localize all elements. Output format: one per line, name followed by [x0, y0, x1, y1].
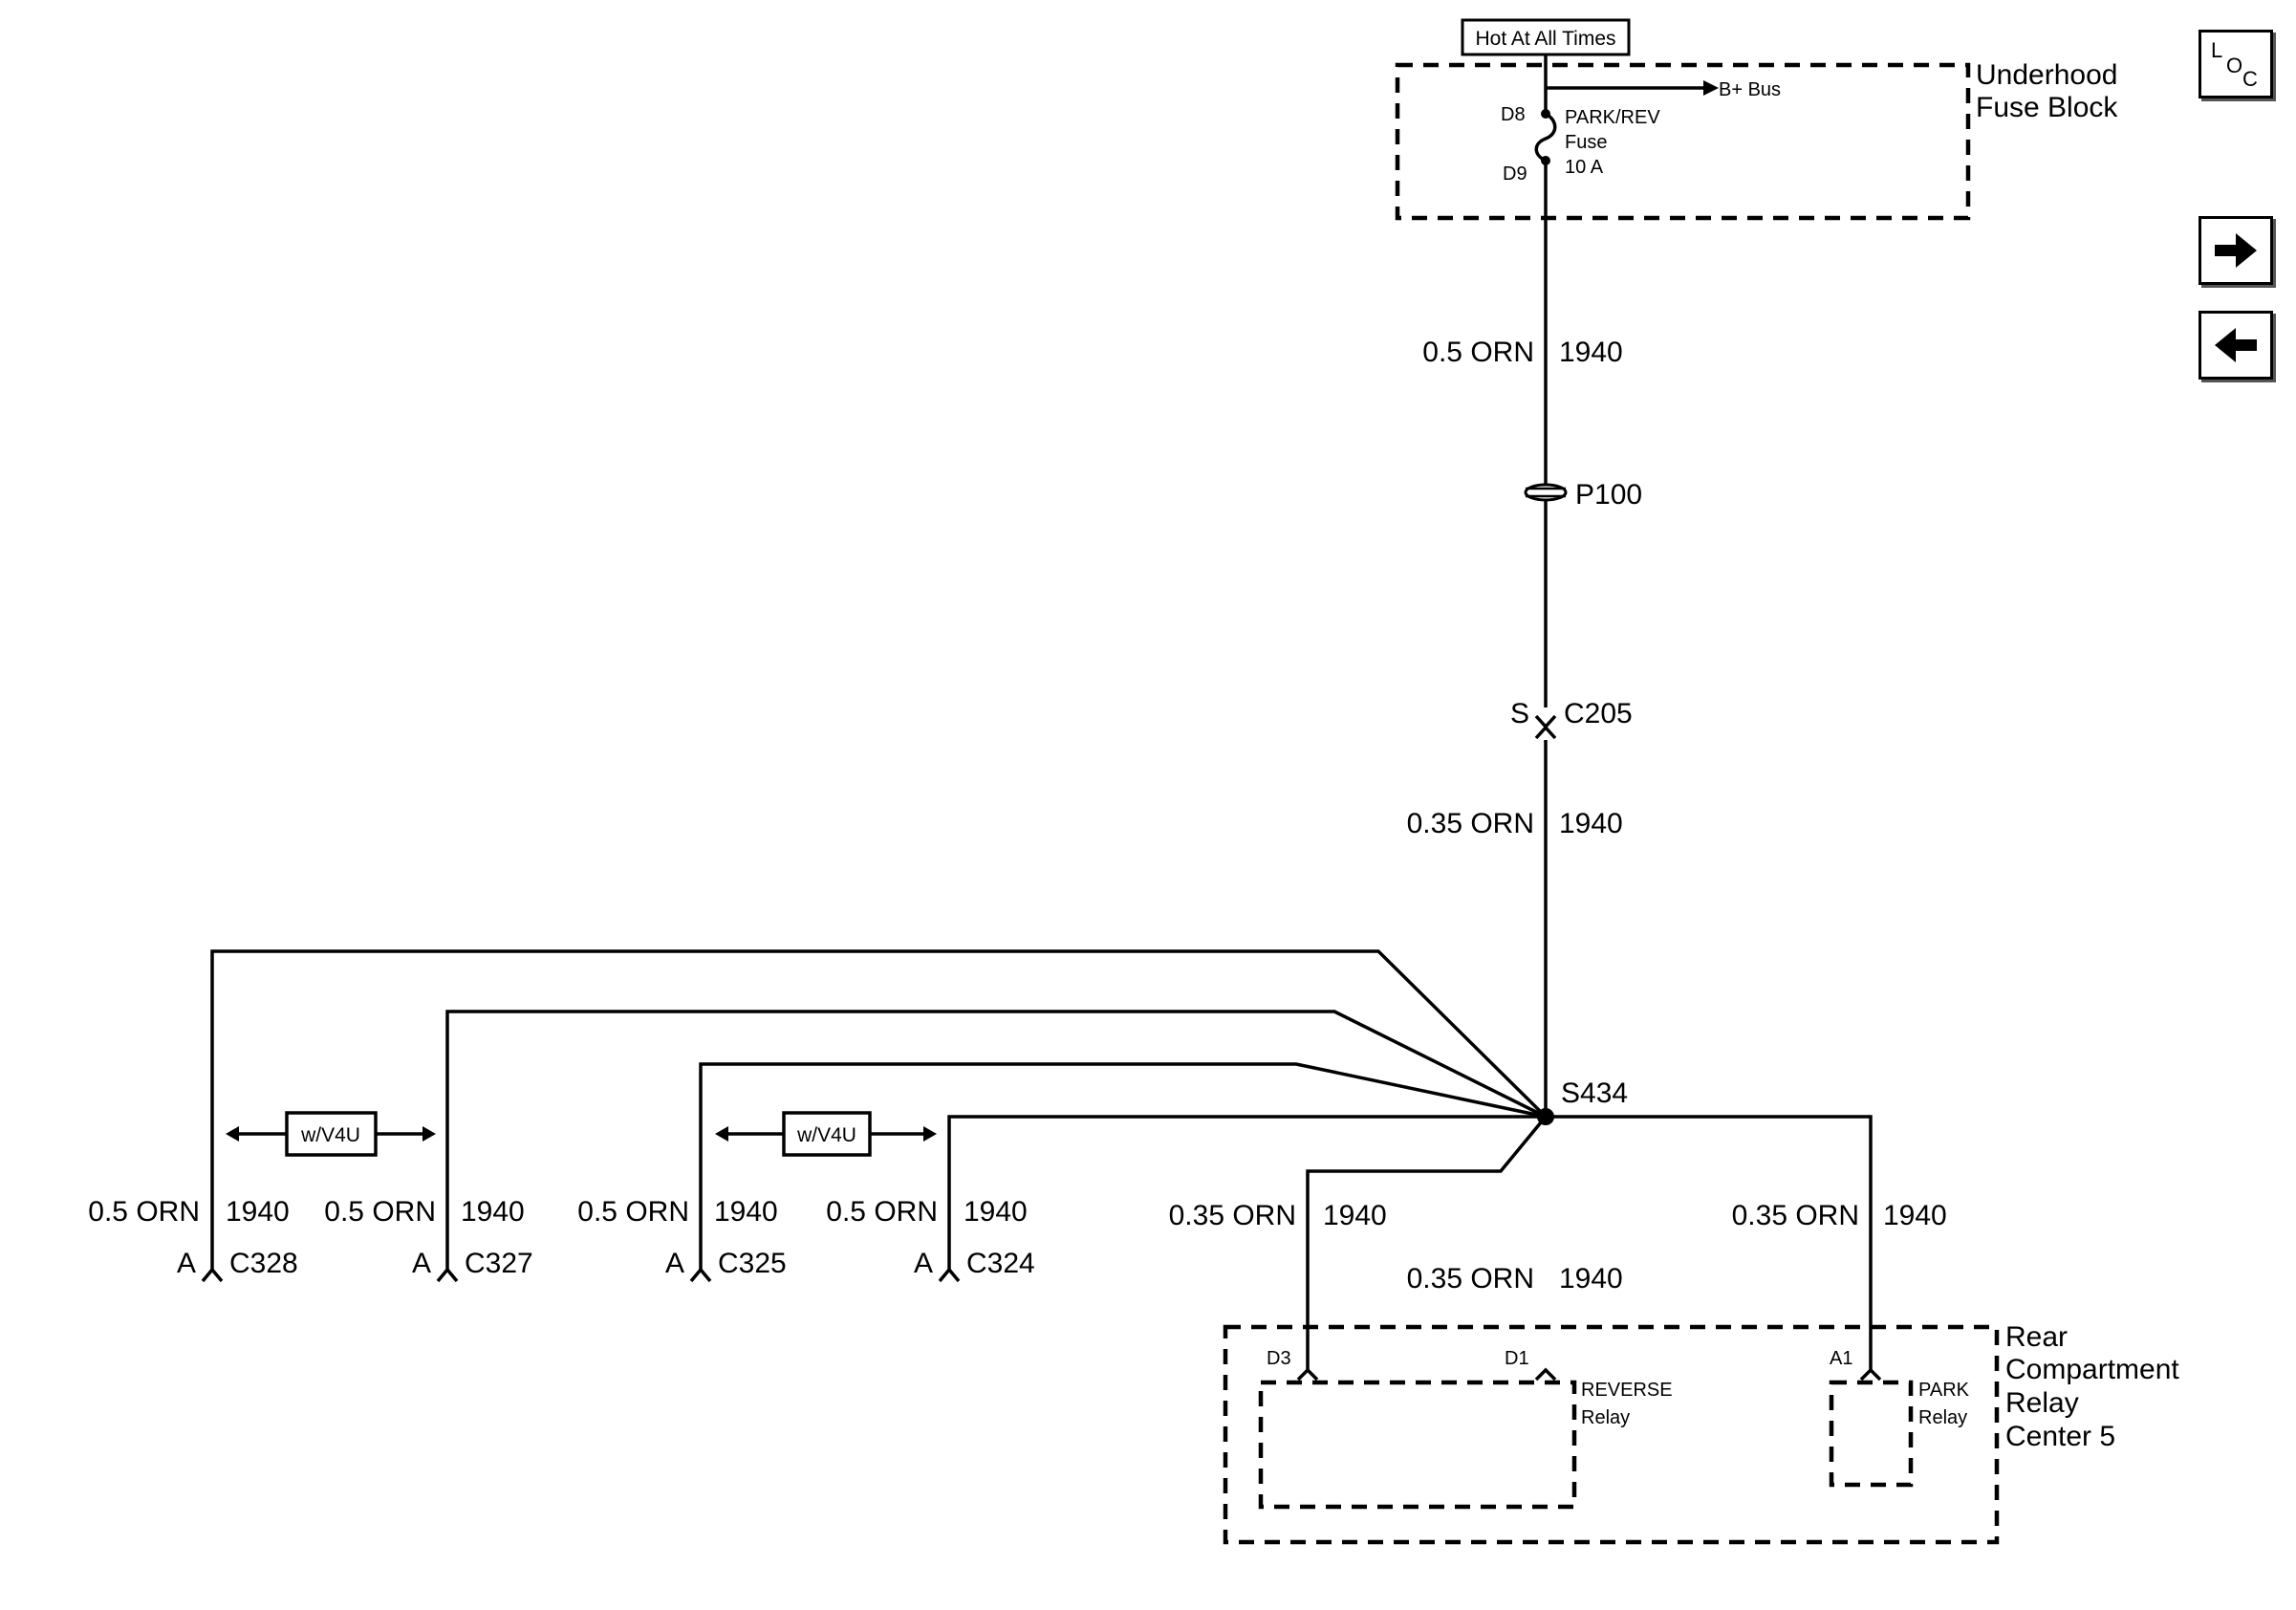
- upper-wire-circuit: 1940: [1559, 337, 1623, 368]
- d1-terminal: [1534, 1367, 1557, 1382]
- c328-terminal: [201, 1267, 224, 1283]
- c205-connector: [1534, 707, 1557, 740]
- p100-pass-through: [1524, 483, 1568, 502]
- c205-label: C205: [1564, 698, 1633, 729]
- loc-letter-c: C: [2242, 67, 2258, 91]
- branch-wire-c324: [947, 1115, 1546, 1270]
- branch-c328-circuit: 1940: [226, 1196, 290, 1228]
- c327-pin: A: [412, 1248, 431, 1279]
- d1-wire-circuit: 1940: [1559, 1263, 1623, 1295]
- park-relay-label-1: PARK: [1918, 1380, 1970, 1401]
- relay-center-title-3: Relay: [2005, 1387, 2079, 1419]
- branch-wire-c327: [445, 1010, 1547, 1270]
- hot-label: Hot At All Times: [1475, 28, 1615, 50]
- c325-terminal: [689, 1267, 712, 1283]
- relay-center-title-2: Compartment: [2005, 1354, 2179, 1385]
- branch-c324-gauge: 0.5 ORN: [826, 1196, 938, 1228]
- c327-terminal: [436, 1267, 459, 1283]
- d3-wire-gauge: 0.35 ORN: [1169, 1200, 1296, 1231]
- c324-label: C324: [966, 1248, 1035, 1279]
- branch-c325-gauge: 0.5 ORN: [577, 1196, 689, 1228]
- option-indicator-1: [226, 1111, 436, 1157]
- c205-pin: S: [1510, 698, 1529, 729]
- fuse-name-1: PARK/REV: [1565, 107, 1660, 128]
- d3-pin: D3: [1267, 1348, 1291, 1369]
- branch-c324-circuit: 1940: [964, 1196, 1028, 1228]
- branch-wire-c325: [699, 1062, 1547, 1270]
- fuse-block-title-1: Underhood: [1976, 59, 2117, 91]
- option-label-1: w/V4U: [300, 1124, 360, 1146]
- c328-pin: A: [177, 1248, 196, 1279]
- splice-s434-label: S434: [1561, 1077, 1628, 1109]
- d1-pin: D1: [1505, 1348, 1529, 1369]
- bus-label: B+ Bus: [1719, 79, 1781, 100]
- d3-wire-circuit: 1940: [1323, 1200, 1387, 1231]
- lower-wire-gauge: 0.35 ORN: [1407, 808, 1534, 839]
- fuse-pin-out: D9: [1503, 163, 1527, 185]
- relay-wire-a1: [1546, 1115, 1873, 1370]
- loc-letter-o: O: [2226, 54, 2243, 77]
- relay-center-outline: [1223, 1324, 2000, 1545]
- branch-c327-circuit: 1940: [461, 1196, 525, 1228]
- p100-label: P100: [1575, 479, 1642, 511]
- bus-arrowhead: [1703, 80, 1719, 96]
- arrow-right-icon: [2215, 233, 2257, 268]
- relay-center-title-4: Center 5: [2005, 1421, 2115, 1452]
- reverse-relay-label-1: REVERSE: [1581, 1380, 1673, 1401]
- fuse-element: [1534, 88, 1557, 163]
- branch-c325-circuit: 1940: [714, 1196, 778, 1228]
- c324-terminal: [938, 1267, 961, 1283]
- c327-label: C327: [465, 1248, 533, 1279]
- a1-pin: A1: [1830, 1348, 1852, 1369]
- reverse-relay-label-2: Relay: [1581, 1407, 1630, 1428]
- fuse-rating: 10 A: [1565, 157, 1604, 178]
- branch-c328-gauge: 0.5 ORN: [88, 1196, 200, 1228]
- loc-letter-l: L: [2211, 38, 2223, 62]
- lower-wire-circuit: 1940: [1559, 808, 1623, 839]
- fuse-name-2: Fuse: [1565, 132, 1607, 153]
- branch-wire-c328: [210, 949, 1548, 1270]
- relay-center-title-1: Rear: [2005, 1321, 2068, 1353]
- branch-c327-gauge: 0.5 ORN: [324, 1196, 436, 1228]
- c328-label: C328: [229, 1248, 298, 1279]
- option-label-2: w/V4U: [796, 1124, 856, 1146]
- reverse-relay-outline: [1258, 1380, 1577, 1510]
- fuse-block-title-2: Fuse Block: [1976, 92, 2118, 123]
- fuse-block-outline: [1395, 62, 1971, 221]
- a1-terminal: [1859, 1367, 1882, 1382]
- c325-pin: A: [665, 1248, 684, 1279]
- a1-wire-circuit: 1940: [1883, 1200, 1947, 1231]
- upper-wire-gauge: 0.5 ORN: [1422, 337, 1534, 368]
- relay-wire-d3: [1306, 1115, 1548, 1370]
- location-button[interactable]: L O C: [2199, 30, 2273, 98]
- park-relay-outline: [1829, 1380, 1914, 1488]
- d3-terminal: [1296, 1367, 1319, 1382]
- c325-label: C325: [718, 1248, 787, 1279]
- fuse-pin-in: D8: [1501, 104, 1526, 125]
- d1-wire-gauge: 0.35 ORN: [1407, 1263, 1534, 1295]
- previous-page-button[interactable]: [2199, 311, 2273, 380]
- park-relay-label-2: Relay: [1918, 1407, 1967, 1428]
- next-page-button[interactable]: [2199, 216, 2273, 285]
- c324-pin: A: [914, 1248, 933, 1279]
- option-indicator-2: [715, 1111, 937, 1157]
- a1-wire-gauge: 0.35 ORN: [1732, 1200, 1859, 1231]
- arrow-left-icon: [2215, 328, 2257, 362]
